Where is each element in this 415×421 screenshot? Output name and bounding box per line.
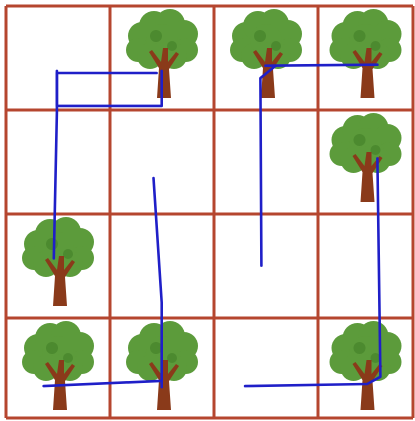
grid-cell-r1-c2[interactable] [214, 110, 318, 214]
drawn-path-stroke [266, 65, 378, 66]
grid-cell-r2-c3[interactable] [318, 214, 413, 318]
grid-cell-r2-c2[interactable] [214, 214, 318, 318]
grid-cell-r1-c0[interactable] [6, 110, 110, 214]
grid-cell-r1-c1[interactable] [110, 110, 214, 214]
grid-cell-r3-c2[interactable] [214, 318, 318, 418]
